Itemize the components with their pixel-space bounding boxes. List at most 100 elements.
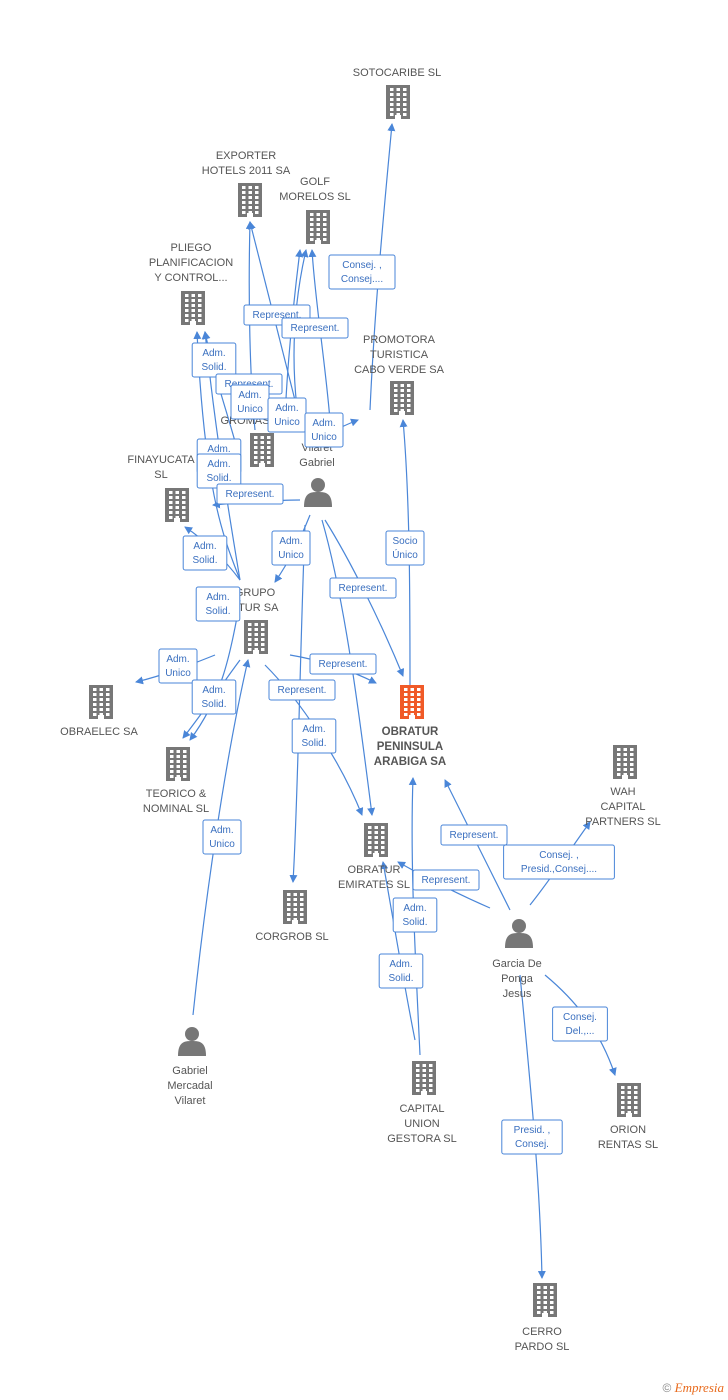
edge-label-21[interactable]: Adm.Unico [202,819,242,855]
edge-label-9[interactable]: Adm.Solid. [196,453,242,489]
edge-label-text: Socio [392,536,417,547]
edge-label-text: Presid.,Consej.... [521,864,597,875]
building-icon [400,685,424,719]
edge-label-12[interactable]: Adm.Unico [271,530,311,566]
company-node-teorico[interactable]: TEORICO &NOMINAL SL [143,747,209,815]
node-label-line: UNION [404,1118,440,1130]
edge-label-26[interactable]: Adm.Solid. [378,953,424,989]
edge-labels-layer: Consej. ,Consej....Represent.Represent.A… [158,254,615,1155]
edge-label-text: Adm. [389,959,412,970]
edge-label-19[interactable]: Represent. [268,679,336,701]
edge-label-text: Solid. [301,738,326,749]
node-label-line: WAH [610,786,635,798]
edge-label-18[interactable]: Adm.Solid. [191,679,237,715]
edge-label-text: Presid. , [514,1125,551,1136]
edge-label-text: Consej. [515,1139,549,1150]
edge-label-text: Unico [274,417,300,428]
company-node-obraelec[interactable]: OBRAELEC SA [60,685,138,738]
node-label-line: Gabriel [299,457,334,469]
edge-label-text: Consej. , [539,850,578,861]
node-label-line: EMIRATES SL [338,879,410,891]
edge-label-text: Unico [165,668,191,679]
edge-label-text: Solid. [201,699,226,710]
edge-label-3[interactable]: Adm.Solid. [191,342,237,378]
edge-label-text: Unico [209,839,235,850]
edge-label-text: Solid. [201,362,226,373]
edge-label-text: Adm. [207,459,230,470]
building-icon [250,433,274,467]
node-label-line: Gabriel [172,1065,207,1077]
edge-label-24[interactable]: Represent. [412,869,480,891]
edge-label-15[interactable]: Adm. Solid. [195,586,241,622]
building-icon [364,823,388,857]
brand-logo-text[interactable]: Empresia [674,1380,724,1395]
node-label-line: HOTELS 2011 SA [202,165,291,177]
edge-label-box [216,483,284,505]
edge-label-16[interactable]: Adm.Unico [158,648,198,684]
edge-label-25[interactable]: Adm.Solid. [392,897,438,933]
edge-label-2[interactable]: Represent. [281,317,349,339]
edge-label-20[interactable]: Adm. Solid. [291,718,337,754]
company-node-sotocaribe[interactable]: SOTOCARIBE SL [353,67,441,119]
edge-0 [369,123,396,411]
node-label-line: FINAYUCATA [127,454,195,466]
edge-label-text: Adm. [279,536,302,547]
edge-label-6[interactable]: Adm.Unico [267,397,307,433]
edge-label-text: Solid. [192,555,217,566]
building-icon [181,291,205,325]
edge-label-box [412,869,480,891]
node-label-line: Garcia De [492,958,542,970]
building-icon [390,381,414,415]
edge-label-text: Represent. [450,830,499,841]
edge-label-11[interactable]: Adm.Solid. [182,535,228,571]
node-label-line: OBRATUR [348,864,401,876]
edge-label-text: Adm. [302,724,325,735]
node-label-line: Y CONTROL... [154,272,227,284]
building-icon [238,183,262,217]
edge-label-7[interactable]: Adm.Unico [304,412,344,448]
person-icon [505,919,533,948]
company-node-gromas[interactable]: GROMAS [221,415,274,467]
company-node-corgrob[interactable]: CORGROB SL [255,890,329,943]
edge-label-box [392,897,438,933]
edge-label-text: Adm. [206,592,229,603]
edge-label-0[interactable]: Consej. ,Consej.... [328,254,396,290]
edge-label-17[interactable]: Represent. [309,653,377,675]
edge-label-box [202,819,242,855]
edge-label-text: Solid. [205,606,230,617]
person-icon [178,1027,206,1056]
company-node-obratur_em[interactable]: OBRATUR EMIRATES SL [338,823,410,891]
edge-label-box [440,824,508,846]
edge-label-10[interactable]: Represent. [216,483,284,505]
edge-label-28[interactable]: Presid. , Consej. [501,1119,563,1155]
node-label-line: OBRAELEC SA [60,726,138,738]
edge-label-5[interactable]: Adm.Unico [230,384,270,420]
edge-label-box [328,254,396,290]
edge-label-text: Consej.... [341,274,383,285]
edge-label-box [191,342,237,378]
node-label-line: CABO VERDE SA [354,364,445,376]
edge-label-23[interactable]: Consej. , Presid.,Consej.... [503,844,615,880]
node-label-line: GOLF [300,176,330,188]
edge-label-14[interactable]: Represent. [329,577,397,599]
edge-label-27[interactable]: Consej.Del.,... [552,1006,608,1042]
node-label-line: GESTORA SL [387,1133,457,1145]
node-label-line: ORION [610,1124,646,1136]
edge-label-22[interactable]: Represent. [440,824,508,846]
person-icon [304,478,332,507]
